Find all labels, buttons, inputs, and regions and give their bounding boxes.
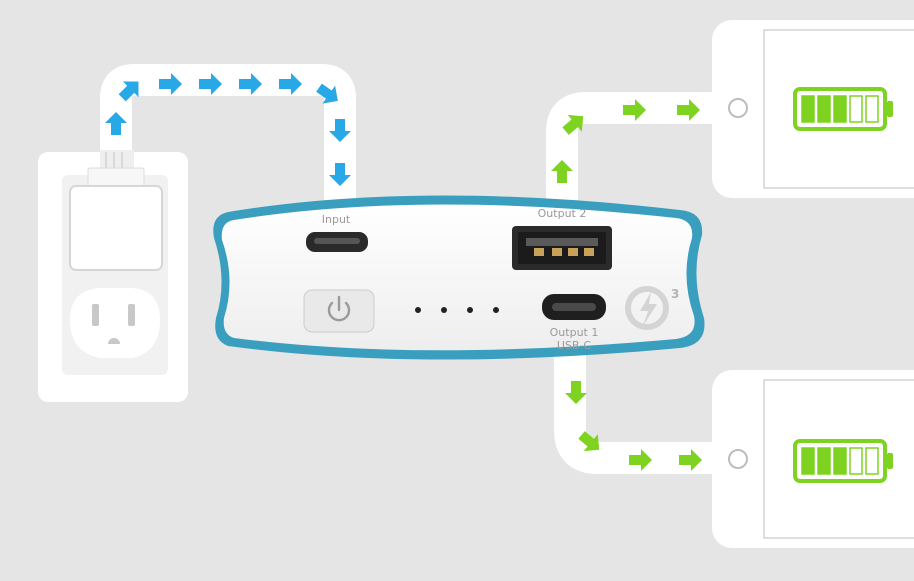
usb-c-port [542,294,606,320]
battery-cell-filled [801,95,815,123]
output2-label: Output 2 [537,207,587,220]
flow-arrow-icon [677,99,700,121]
flow-arrow-icon [623,99,646,121]
quick-charge-icon: 3 [625,286,679,330]
battery-cell-empty [849,95,863,123]
output1-label: Output 1 USB-C [542,326,606,352]
qc-superscript: 3 [671,287,679,301]
output1-label-sub: USB-C [556,339,592,352]
led-indicators [415,307,499,313]
wall-outlet [38,150,188,402]
flow-arrow-icon [329,119,351,142]
phone-top [712,20,914,198]
battery-cell-filled [801,447,815,475]
flow-arrow-icon [679,449,702,471]
led-dot [415,307,421,313]
usb-a-port [512,226,612,270]
output1-label-text: Output 1 [549,326,599,339]
flow-arrow-icon [279,73,302,95]
battery-cell-filled [817,95,831,123]
flow-arrow-icon [551,160,573,183]
flow-arrow-icon [159,73,182,95]
input-label: Input [321,213,351,226]
battery-tip [887,453,893,469]
flow-arrow-icon [118,81,139,102]
power-button[interactable] [303,289,375,333]
input-arrows [105,73,351,186]
power-icon [327,295,351,322]
output2-cable [546,92,720,200]
flow-arrow-icon [329,163,351,186]
battery-cell-filled [817,447,831,475]
battery-icon [793,439,893,483]
battery-tip [887,101,893,117]
output-arrows [551,99,702,471]
flow-arrow-icon [199,73,222,95]
flow-arrow-icon [629,449,652,471]
flow-arrow-icon [316,83,338,104]
led-dot [441,307,447,313]
battery-cell-empty [865,95,879,123]
flow-arrow-icon [562,114,584,135]
flow-arrow-icon [578,431,600,452]
flow-arrow-icon [239,73,262,95]
charger-plug [69,150,163,271]
power-bank: 3 [213,195,705,360]
battery-cell-filled [833,447,847,475]
output1-cable [554,352,720,474]
outlet-socket [70,288,160,358]
led-dot [467,307,473,313]
phone-bottom [712,370,914,548]
battery-icon [793,87,893,131]
battery-cell-filled [833,95,847,123]
flow-arrow-icon [105,112,127,135]
input-cable [100,64,356,200]
battery-cell-empty [849,447,863,475]
battery-cell-empty [865,447,879,475]
micro-usb-port [306,232,368,252]
led-dot [493,307,499,313]
flow-arrow-icon [565,381,587,404]
